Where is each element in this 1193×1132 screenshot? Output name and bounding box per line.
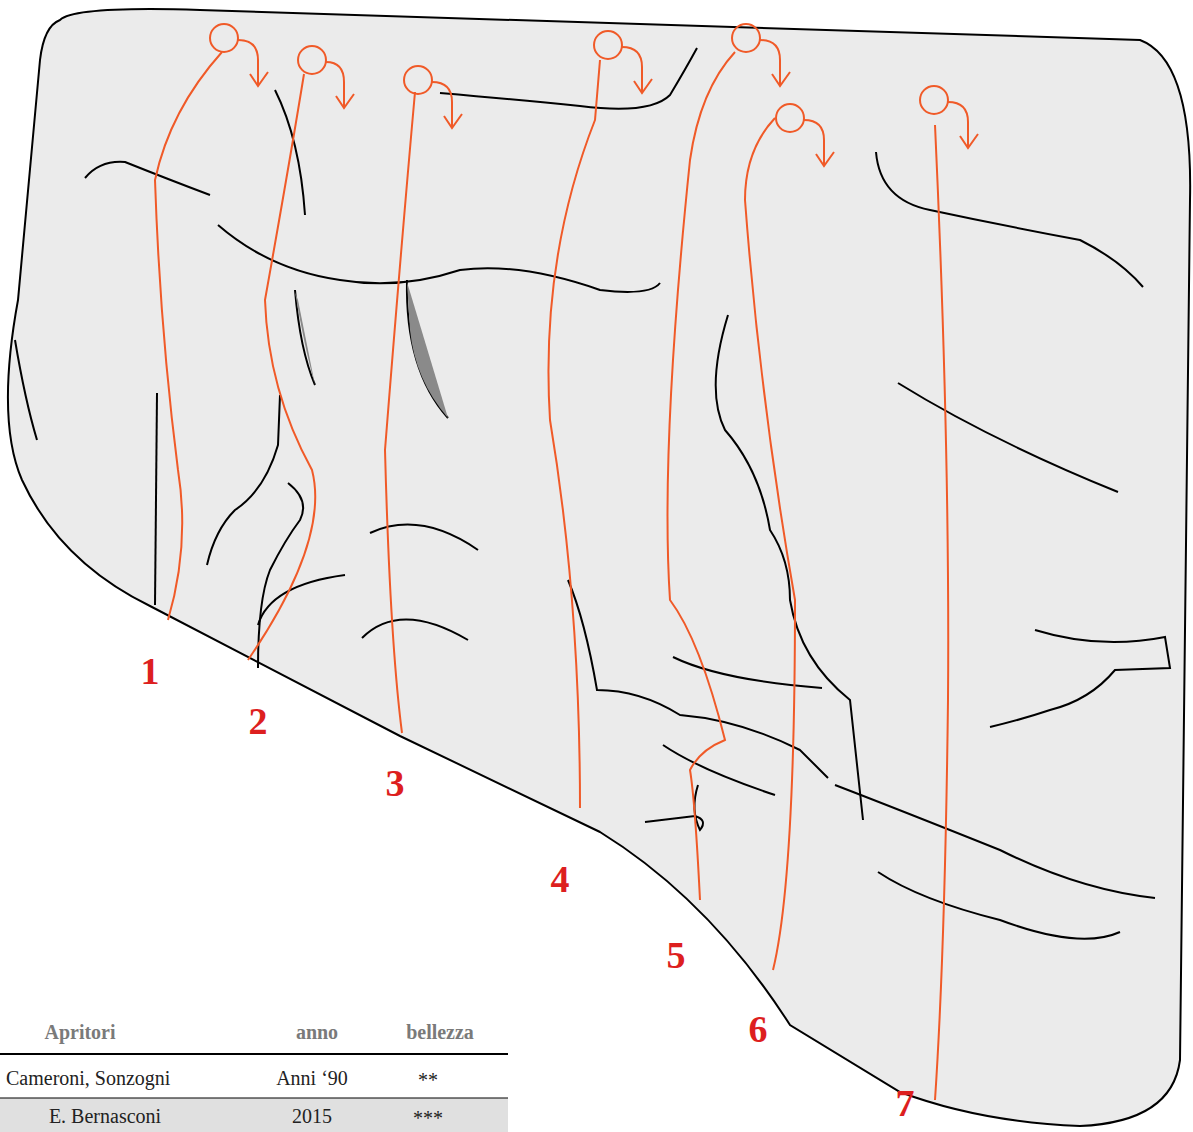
belay-anchor (920, 86, 948, 114)
belay-anchor (948, 102, 978, 148)
belay-anchor (326, 62, 354, 108)
table-header: anno (296, 1021, 338, 1043)
rock-crack (15, 48, 1170, 939)
table-header: Apritori (44, 1021, 115, 1043)
rock-crack (370, 525, 478, 550)
table-cell: ** (418, 1069, 438, 1091)
route-number: 7 (896, 1083, 915, 1125)
belay-anchor (210, 24, 238, 52)
route-number: 4 (551, 859, 570, 901)
rock-crack (835, 785, 1155, 898)
table-cell: Cameroni, Sonzogni (6, 1067, 170, 1089)
rock-crack (218, 225, 660, 292)
rock-crack (85, 162, 210, 195)
rock-crack (407, 280, 448, 418)
table-rule (0, 1053, 508, 1055)
route-line (155, 52, 948, 1100)
rock-shadow (295, 292, 315, 385)
belay-anchor (404, 66, 432, 94)
table-cell: Anni ‘90 (276, 1067, 348, 1089)
route-line (745, 118, 795, 970)
table-header: bellezza (406, 1021, 474, 1043)
route-line (385, 92, 415, 733)
rock-face (8, 9, 1190, 1126)
belay-anchor (804, 120, 834, 166)
belay-anchor (760, 40, 790, 86)
table-rule (0, 1054, 508, 1132)
table-cell: 2015 (292, 1105, 332, 1127)
rock-crack (207, 395, 280, 565)
rock-face (8, 9, 1190, 1126)
table-rule (0, 1098, 508, 1132)
belay-anchor (732, 24, 760, 52)
route-line (548, 60, 600, 808)
belay-anchor (298, 46, 326, 74)
rock-crack (362, 619, 468, 640)
route-number: 5 (667, 935, 686, 977)
rock-crack (878, 872, 1120, 939)
rock-crack (990, 630, 1170, 727)
route-number: 2 (249, 701, 268, 743)
rock-crack (15, 340, 37, 440)
rock-crack (258, 575, 345, 625)
route-line (668, 52, 736, 900)
rock-crack (663, 745, 775, 795)
route-line (248, 74, 315, 660)
table-rule (0, 1098, 508, 1099)
belay-anchor (238, 40, 268, 86)
rock-crack (295, 290, 315, 385)
route-number: 1 (141, 651, 160, 693)
route-number: 3 (386, 763, 405, 805)
table-cell: *** (413, 1107, 443, 1129)
route-number: 6 (749, 1009, 768, 1051)
belay-anchor (432, 82, 462, 128)
rock-crack (440, 48, 697, 109)
rock-shadow (295, 282, 448, 418)
table-cell: E. Bernasconi (49, 1105, 161, 1127)
rock-crack (898, 383, 1118, 492)
rock-crack (155, 393, 157, 605)
rock-crack (876, 152, 1143, 287)
belay-anchor (210, 24, 978, 166)
route-line (935, 125, 948, 1100)
belay-anchor (776, 104, 804, 132)
rock-shadow (407, 282, 448, 418)
route-line (155, 52, 222, 620)
rock-crack (568, 580, 828, 778)
rock-crack (673, 657, 822, 688)
belay-anchor (622, 47, 652, 93)
belay-anchor (594, 31, 622, 59)
